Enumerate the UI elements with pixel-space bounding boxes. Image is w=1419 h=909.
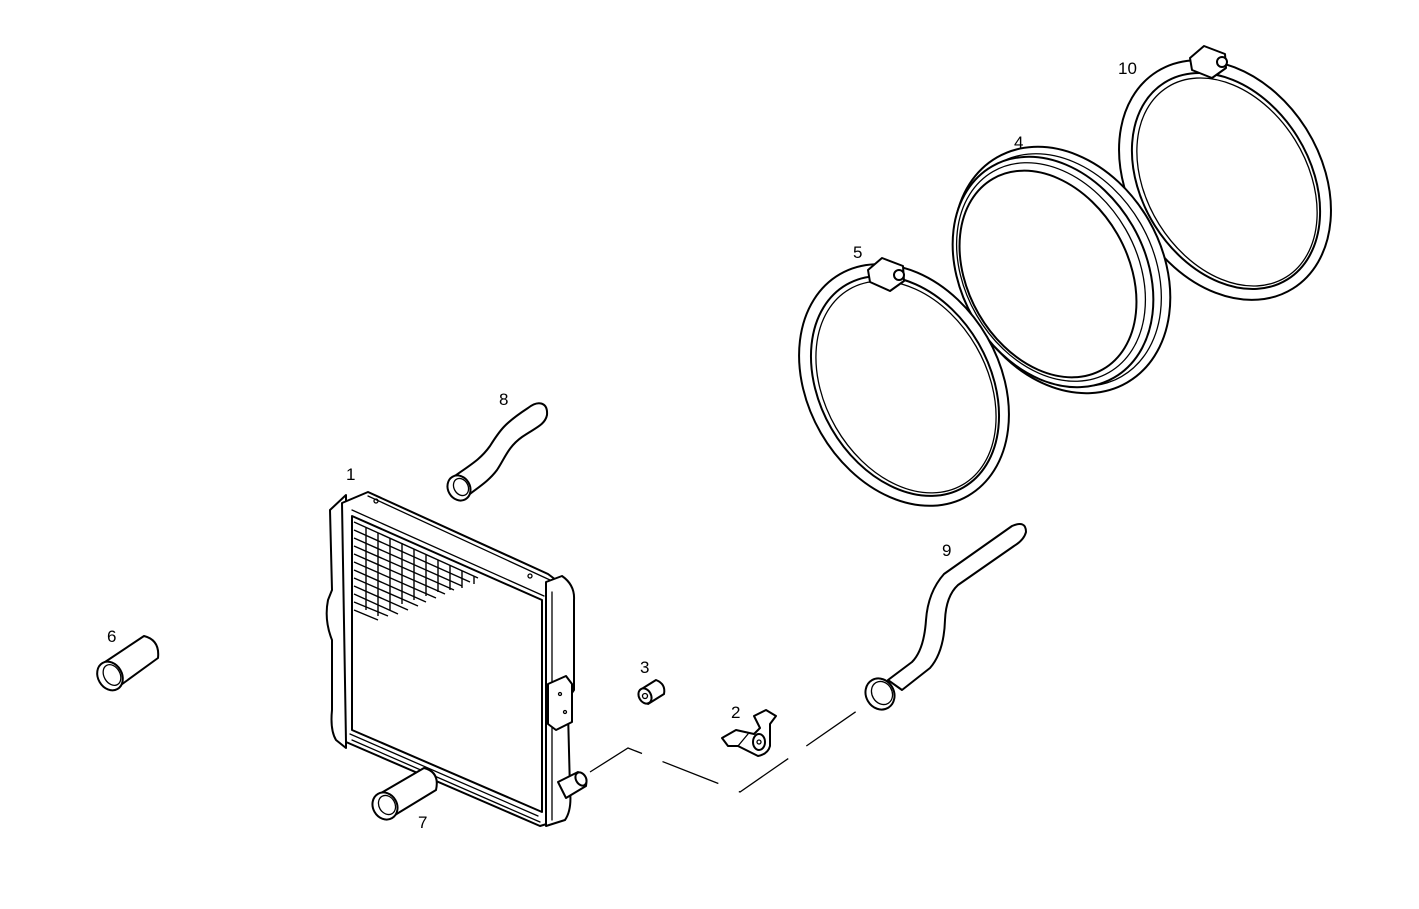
part-9-bent-pipe[interactable]: 9 (860, 523, 1027, 715)
callout-6: 6 (107, 627, 116, 646)
part-5-hose-clamp[interactable]: 5 (757, 226, 1051, 544)
part-2-mounting-bracket[interactable]: 2 (721, 703, 777, 757)
clamp-screw-housing-icon (867, 257, 905, 292)
callout-2: 2 (731, 703, 740, 722)
part-10-hose-clamp[interactable]: 10 (1076, 21, 1374, 340)
callout-1: 1 (346, 465, 355, 484)
part-3-bushing[interactable]: 3 (636, 658, 666, 706)
part-4-ring-seal[interactable]: 4 (910, 107, 1213, 432)
part-7-hose-sleeve[interactable]: 7 (368, 767, 438, 832)
part-6-hose-sleeve[interactable]: 6 (92, 627, 160, 695)
callout-4: 4 (1014, 133, 1023, 152)
clamp-screw-housing-icon (1189, 45, 1228, 79)
callout-10: 10 (1118, 59, 1137, 78)
part-1-radiator[interactable]: 1 (325, 465, 589, 827)
callout-8: 8 (499, 390, 508, 409)
part-8-curved-hose[interactable]: 8 (443, 390, 549, 505)
callout-5: 5 (853, 243, 862, 262)
assembly-guide-line (589, 705, 865, 793)
callout-9: 9 (942, 541, 951, 560)
callout-3: 3 (640, 658, 649, 677)
radiator-core-fins (353, 521, 479, 621)
callout-7: 7 (418, 813, 427, 832)
